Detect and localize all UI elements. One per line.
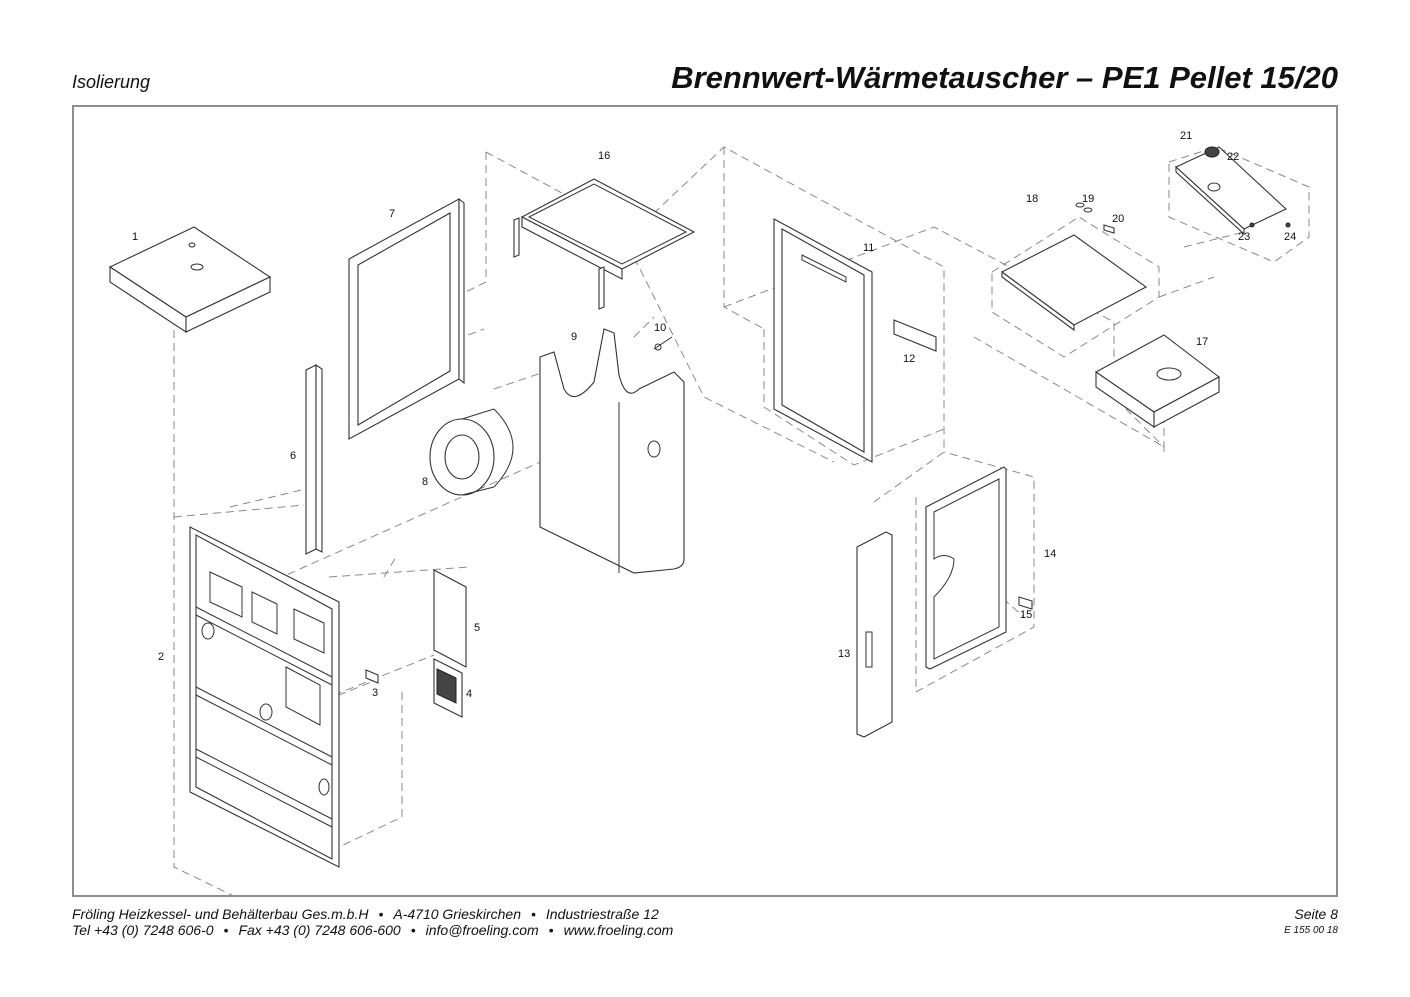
part-7-door-frame (348, 197, 465, 440)
part-label-14: 14 (1044, 548, 1056, 560)
part-label-7: 7 (389, 208, 395, 220)
footer-company: Fröling Heizkessel- und Behälterbau Ges.… (72, 906, 369, 922)
part-1-top-insulation-block (108, 226, 272, 334)
footer-contact-line: Tel +43 (0) 7248 606-0•Fax +43 (0) 7248 … (72, 922, 674, 938)
part-label-19: 19 (1082, 193, 1094, 205)
part-5-cover-plate (433, 569, 467, 668)
part-label-2: 2 (158, 651, 164, 663)
part-label-5: 5 (474, 622, 480, 634)
part-4-grille-plate (433, 658, 463, 718)
part-22-cap (1204, 146, 1220, 158)
part-13-side-strip (856, 531, 893, 738)
document-title: Brennwert-Wärmetauscher – PE1 Pellet 15/… (671, 60, 1338, 95)
part-label-16: 16 (598, 150, 610, 162)
part-label-13: 13 (838, 648, 850, 660)
footer-email[interactable]: info@froeling.com (425, 922, 539, 938)
part-label-6: 6 (290, 450, 296, 462)
part-label-4: 4 (466, 688, 472, 700)
part-label-17: 17 (1196, 336, 1208, 348)
part-label-22: 22 (1227, 151, 1239, 163)
part-label-24: 24 (1284, 231, 1296, 243)
part-14-side-panel-right (925, 466, 1007, 670)
part-16-frame-bracket (513, 178, 696, 310)
part-label-12: 12 (903, 353, 915, 365)
assembly-dashed-lines (173, 146, 1310, 895)
footer-street: Industriestraße 12 (545, 906, 659, 922)
footer-city: A-4710 Grieskirchen (393, 906, 521, 922)
part-8-ring-insulation (429, 408, 514, 496)
part-label-9: 9 (571, 331, 577, 343)
part-20-pad (1103, 224, 1115, 234)
document-code: E 155 00 18 (1284, 925, 1338, 936)
part-11-rear-door-frame (773, 218, 873, 463)
part-10-small-fitting (653, 336, 673, 351)
exploded-parts-diagram: 1 2 3 4 5 6 7 8 9 10 11 12 13 14 15 16 1… (108, 130, 1310, 895)
part-23-screw (1249, 222, 1255, 228)
part-label-3: 3 (372, 687, 378, 699)
part-9-main-insulation-body (539, 328, 685, 574)
page-number: Seite 8 (1294, 906, 1338, 922)
part-label-21: 21 (1180, 130, 1192, 142)
part-label-11: 11 (863, 242, 874, 254)
part-6-vertical-strip (305, 363, 323, 555)
part-2-side-panel (189, 526, 340, 868)
exploded-diagram-frame: 1 2 3 4 5 6 7 8 9 10 11 12 13 14 15 16 1… (72, 105, 1338, 897)
part-label-15: 15 (1020, 609, 1032, 621)
part-label-10: 10 (654, 322, 666, 334)
part-17-base-block (1094, 334, 1221, 429)
part-18-middle-plate (1000, 234, 1148, 332)
part-15-small-pad (1018, 596, 1033, 610)
footer-web[interactable]: www.froeling.com (563, 922, 674, 938)
part-label-23: 23 (1238, 231, 1250, 243)
part-19-plugs (1075, 202, 1093, 213)
part-label-8: 8 (422, 476, 428, 488)
part-label-20: 20 (1112, 213, 1124, 225)
part-24-screw (1285, 222, 1291, 228)
part-3-small-insert (365, 669, 379, 684)
part-label-18: 18 (1026, 193, 1038, 205)
part-21-top-cover-plate (1175, 146, 1287, 236)
part-label-1: 1 (132, 231, 138, 243)
footer-tel: Tel +43 (0) 7248 606-0 (72, 922, 214, 938)
part-12-label-plate (893, 319, 937, 352)
footer-address-line: Fröling Heizkessel- und Behälterbau Ges.… (72, 906, 659, 922)
footer-fax: Fax +43 (0) 7248 606-600 (238, 922, 401, 938)
section-label: Isolierung (72, 72, 151, 92)
